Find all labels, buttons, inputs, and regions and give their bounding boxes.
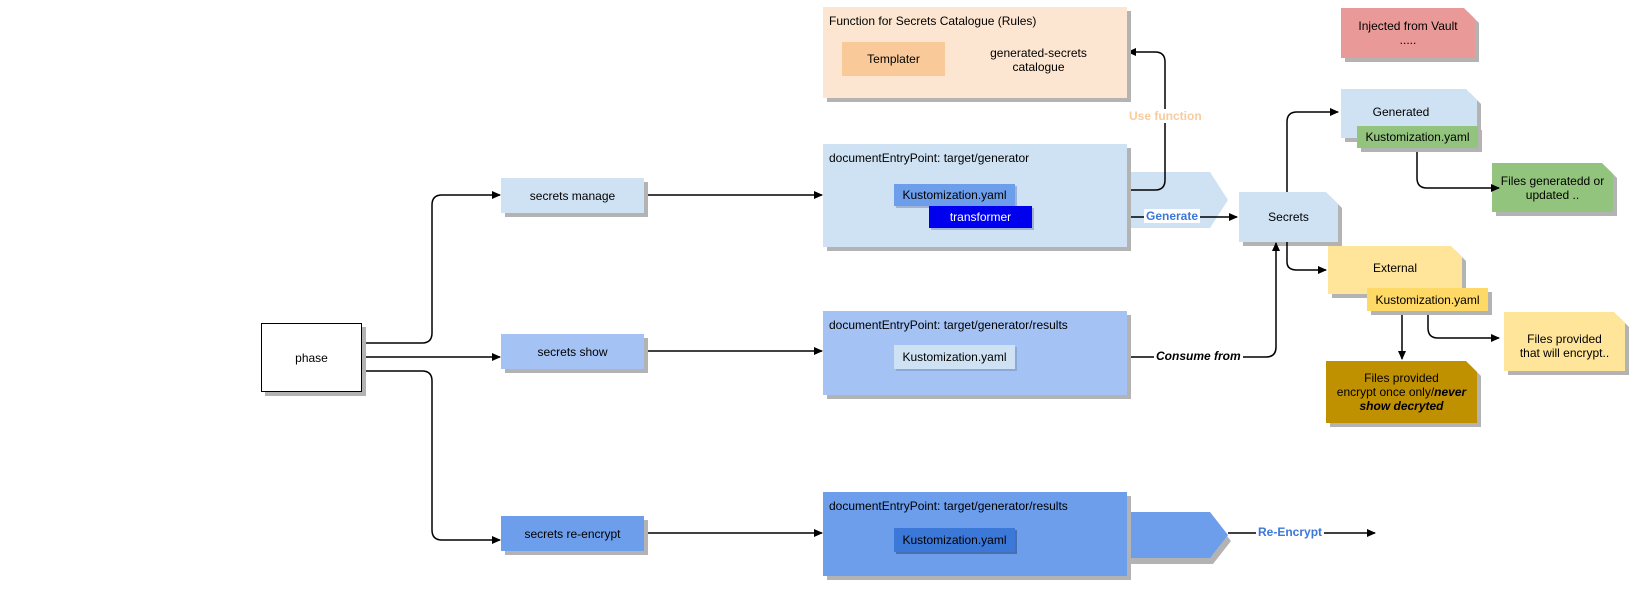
files-never-line2-plain: encrypt once only/ (1336, 385, 1435, 399)
edge-phase-manage (362, 191, 501, 344)
re-encrypt-label: Re-Encrypt (1256, 525, 1325, 539)
vault-note[interactable]: Injected from Vault ..... (1341, 8, 1475, 58)
files-never-line2-bold: never (1434, 385, 1467, 399)
external-kustomization[interactable]: Kustomization.yaml (1367, 288, 1488, 311)
reencrypt-entrypoint-title: documentEntryPoint: target/generator/res… (829, 499, 1068, 513)
generate-label: Generate (1144, 209, 1201, 223)
generated-kustomization[interactable]: Kustomization.yaml (1357, 126, 1478, 148)
catalogue-line2: catalogue (1012, 60, 1065, 74)
generated-note[interactable]: Generated (1341, 100, 1461, 124)
edge-consume-from (1016, 242, 1280, 358)
vault-note-shape (1341, 8, 1479, 62)
files-generated-line2: updated .. (1525, 187, 1580, 202)
files-encrypt-line1: Files provided (1527, 332, 1602, 346)
files-encrypt-line2: that will encrypt.. (1519, 346, 1610, 360)
vault-line1: Injected from Vault (1358, 19, 1458, 33)
files-generated-note[interactable]: Files generatedd or updated .. (1492, 163, 1613, 212)
use-function-label: Use function (1127, 109, 1204, 123)
templater-label: Templater (867, 52, 920, 66)
external-kustomization-label: Kustomization.yaml (1375, 292, 1480, 307)
generated-label: Generated (1372, 105, 1430, 119)
secrets-manage-command[interactable]: secrets manage (501, 178, 644, 213)
secrets-reencrypt-command[interactable]: secrets re-encrypt (501, 516, 644, 551)
generator-kustomization[interactable]: Kustomization.yaml (894, 184, 1015, 206)
templater-box[interactable]: Templater (842, 42, 945, 76)
phase-label: phase (295, 350, 328, 365)
generator-kustomization-label: Kustomization.yaml (902, 188, 1007, 202)
show-entrypoint-panel[interactable]: documentEntryPoint: target/generator/res… (823, 311, 1127, 395)
generated-secrets-catalogue[interactable]: generated-secrets catalogue (978, 41, 1099, 79)
vault-line2: ..... (1399, 33, 1417, 47)
files-generated-note-shape (1492, 163, 1617, 216)
secrets-shape (1239, 192, 1342, 246)
generated-kustomization-label: Kustomization.yaml (1365, 130, 1470, 144)
phase-box[interactable]: phase (261, 323, 362, 392)
consume-from-label: Consume from (1154, 349, 1243, 363)
files-never-line1: Files provided (1364, 371, 1439, 385)
function-catalogue-title: Function for Secrets Catalogue (Rules) (829, 14, 1037, 28)
files-never-decrypted-note[interactable]: Files provided encrypt once only/never s… (1326, 363, 1477, 421)
external-note-shape (1328, 246, 1466, 298)
show-kustomization[interactable]: Kustomization.yaml (894, 345, 1015, 369)
secrets-show-label: secrets show (537, 344, 608, 359)
catalogue-line1: generated-secrets (990, 46, 1087, 60)
files-generated-line1: Files generatedd or (1500, 173, 1605, 188)
files-never-line2: encrypt once only/never (1337, 385, 1466, 399)
reencrypt-kustomization[interactable]: Kustomization.yaml (894, 528, 1015, 552)
files-encrypt-note-shape (1504, 312, 1629, 375)
generator-entrypoint-title: documentEntryPoint: target/generator (829, 151, 1030, 165)
edge-external-files (1427, 311, 1500, 342)
edge-phase-reencrypt (362, 370, 501, 544)
edge-secrets-external (1286, 242, 1327, 274)
secrets-node[interactable]: Secrets (1239, 192, 1338, 242)
edge-generated-files (1416, 147, 1500, 192)
files-encrypt-note[interactable]: Files provided that will encrypt.. (1504, 324, 1625, 368)
transformer-label: transformer (949, 210, 1012, 224)
files-never-note-shape (1326, 361, 1481, 427)
files-never-line3: show decryted (1359, 399, 1444, 413)
external-label: External (1372, 261, 1418, 275)
secrets-reencrypt-label: secrets re-encrypt (524, 526, 621, 541)
show-entrypoint-title: documentEntryPoint: target/generator/res… (829, 318, 1068, 332)
secrets-label: Secrets (1268, 210, 1309, 224)
transformer-box[interactable]: transformer (929, 206, 1032, 228)
external-note[interactable]: External (1328, 256, 1462, 280)
secrets-show-command[interactable]: secrets show (501, 334, 644, 369)
reencrypt-kustomization-label: Kustomization.yaml (902, 533, 1007, 547)
secrets-manage-label: secrets manage (529, 188, 616, 203)
edge-secrets-generated (1286, 108, 1339, 192)
show-kustomization-label: Kustomization.yaml (902, 350, 1007, 364)
